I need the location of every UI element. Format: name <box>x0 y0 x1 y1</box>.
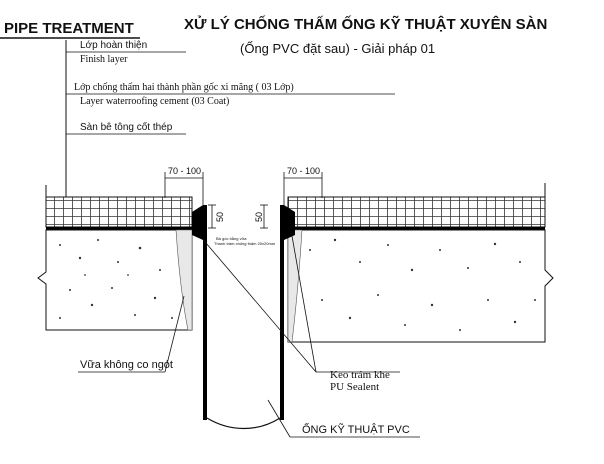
tiny-note-2: Thanh trám chống thấm 20x20mm <box>214 241 276 246</box>
left-slab <box>37 185 196 331</box>
mortar-label: Vữa không co ngót <box>80 359 173 371</box>
right-slab <box>284 183 554 343</box>
waterproof-label-en: Layer waterroofing cement (03 Coat) <box>80 96 229 107</box>
dim-depth-right-label: 50 <box>254 212 264 222</box>
dim-depth-right <box>260 204 268 229</box>
sealant-label-en: PU Sealent <box>330 381 379 393</box>
waterproof-label-vi: Lớp chống thấm hai thành phần gốc xi măn… <box>74 82 294 93</box>
sealant-right <box>284 205 295 240</box>
right-tile-layer <box>287 196 546 228</box>
sealant-leader-right <box>291 235 317 373</box>
finish-label-vi: Lớp hoàn thiện <box>80 40 147 51</box>
mortar-leader <box>164 295 185 373</box>
dim-width-right-label: 70 - 100 <box>287 166 320 176</box>
left-title: PIPE TREATMENT <box>4 20 134 37</box>
sealant-label-vi: Keo trám khe <box>330 369 390 381</box>
sealant-left <box>192 205 203 240</box>
dim-width-left-label: 70 - 100 <box>168 166 201 176</box>
sealant-leader-left <box>199 235 317 373</box>
aggregate-dots <box>59 238 536 331</box>
drawing-subtitle: (Ống PVC đặt sau) - Giải pháp 01 <box>240 41 435 56</box>
left-mortar <box>175 229 193 331</box>
dim-depth-left-label: 50 <box>215 212 225 222</box>
slab-label: Sàn bê tông cốt thép <box>80 121 173 133</box>
left-concrete <box>37 229 193 331</box>
left-tile-layer <box>45 196 193 228</box>
right-concrete <box>287 229 554 343</box>
pipe-leader <box>267 399 291 438</box>
dim-depth-left <box>208 204 216 229</box>
right-mortar <box>287 229 303 343</box>
dim-width-right <box>283 172 323 205</box>
dim-width-left <box>164 172 204 205</box>
pvc-pipe <box>203 205 284 430</box>
pipe-label: ỐNG KỸ THUẬT PVC <box>302 422 410 436</box>
pipe-bottom-curve <box>206 417 281 430</box>
tiny-note-1: Bả góc bằng vữa <box>216 236 247 241</box>
drawing-title: XỬ LÝ CHỐNG THẤM ỐNG KỸ THUẬT XUYÊN SÀN <box>184 15 547 33</box>
finish-label-en: Finish layer <box>80 54 128 65</box>
